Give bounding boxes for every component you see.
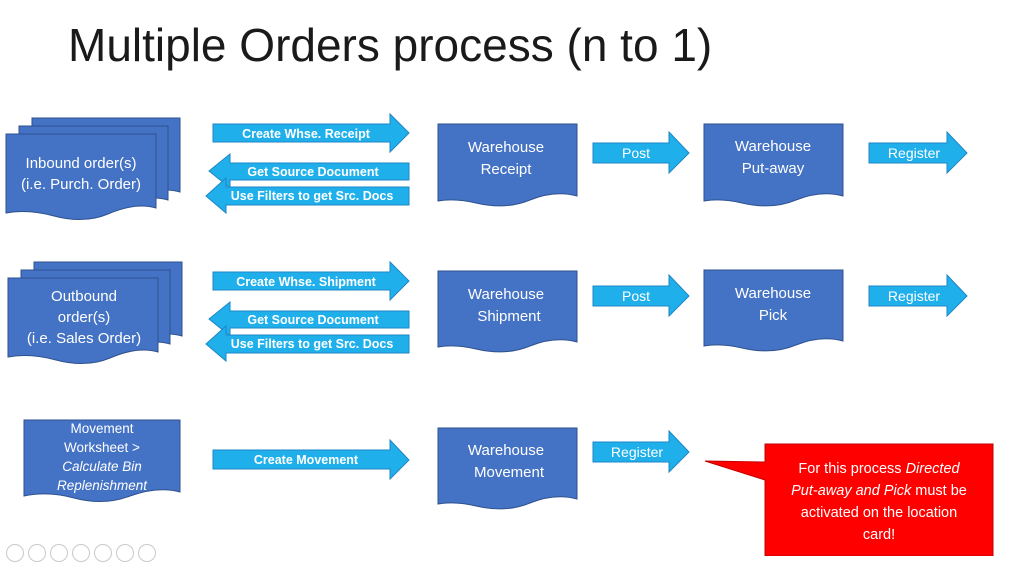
outbound-post-arrow: Post [592,273,690,318]
outbound-activity-line-1: Warehouse [735,285,811,302]
inbound-post-arrow-label: Post [622,145,650,161]
outbound-activity-line-2: Pick [759,307,788,324]
movement-register-arrow-label: Register [611,444,663,460]
movement-source-line-2: Worksheet > [64,440,140,455]
outbound-register-arrow-label: Register [888,288,940,304]
outbound-create-arrow: Create Whse. Shipment [212,260,410,302]
outbound-filter-arrow: Use Filters to get Src. Docs [205,324,410,363]
outbound-get-arrow-label: Get Source Document [247,313,379,327]
outbound-source-line-1: Outbound [51,288,117,305]
inbound-doc-line-1: Warehouse [468,139,544,156]
outbound-warehouse-document: Warehouse Shipment [437,270,578,353]
inbound-create-arrow-label: Create Whse. Receipt [242,127,371,141]
pen-icon[interactable] [50,544,68,562]
inbound-filter-arrow: Use Filters to get Src. Docs [205,176,410,215]
inbound-activity-line-2: Put-away [742,160,805,177]
movement-register-arrow: Register [592,429,690,474]
outbound-doc-line-1: Warehouse [468,286,544,303]
inbound-activity-line-1: Warehouse [735,138,811,155]
note-callout: For this process Directed Put-away and P… [704,443,994,556]
inbound-register-arrow: Register [868,130,968,175]
callout-line-2: Put-away and Pick must be [791,483,967,499]
callout-line-4: card! [863,527,895,543]
movement-create-arrow: Create Movement [212,438,410,481]
inbound-filter-arrow-label: Use Filters to get Src. Docs [231,189,394,203]
inbound-source-line-1: Inbound order(s) [26,155,137,172]
movement-source-line-1: Movement [70,421,133,436]
outbound-post-arrow-label: Post [622,288,650,304]
inbound-source-line-2: (i.e. Purch. Order) [21,176,141,193]
inbound-get-arrow-label: Get Source Document [247,165,379,179]
movement-doc-line-2: Movement [474,464,545,481]
outbound-source-stack: Outbound order(s) (i.e. Sales Order) [7,261,183,364]
inbound-register-arrow-label: Register [888,145,940,161]
slide-title: Multiple Orders process (n to 1) [68,19,713,71]
movement-source-line-3: Calculate Bin [62,459,142,474]
movement-source-box: Movement Worksheet > Calculate Bin Reple… [23,419,181,502]
movement-warehouse-document: Warehouse Movement [437,427,578,510]
outbound-doc-line-2: Shipment [477,308,541,325]
outbound-filter-arrow-label: Use Filters to get Src. Docs [231,337,394,351]
outbound-source-line-2: order(s) [58,309,111,326]
inbound-warehouse-document: Warehouse Receipt [437,123,578,207]
inbound-post-arrow: Post [592,130,690,175]
subtitles-icon[interactable] [116,544,134,562]
inbound-get-arrow: Get Source Document [208,152,410,190]
outbound-get-arrow: Get Source Document [208,300,410,338]
zoom-icon[interactable] [94,544,112,562]
outbound-source-line-3: (i.e. Sales Order) [27,330,141,347]
inbound-create-arrow: Create Whse. Receipt [212,112,410,154]
movement-create-arrow-label: Create Movement [254,453,359,467]
inbound-source-stack: Inbound order(s) (i.e. Purch. Order) [5,117,181,220]
callout-line-1: For this process Directed [798,461,960,477]
prev-slide-icon[interactable] [6,544,24,562]
inbound-doc-line-2: Receipt [481,161,533,178]
outbound-warehouse-activity: Warehouse Pick [703,269,844,352]
movement-source-line-4: Replenishment [57,478,148,493]
slides-grid-icon[interactable] [72,544,90,562]
more-options-icon[interactable] [138,544,156,562]
inbound-warehouse-activity: Warehouse Put-away [703,123,844,207]
next-slide-icon[interactable] [28,544,46,562]
movement-doc-line-1: Warehouse [468,442,544,459]
callout-line-3: activated on the location [801,505,957,521]
outbound-register-arrow: Register [868,273,968,318]
outbound-create-arrow-label: Create Whse. Shipment [236,275,376,289]
